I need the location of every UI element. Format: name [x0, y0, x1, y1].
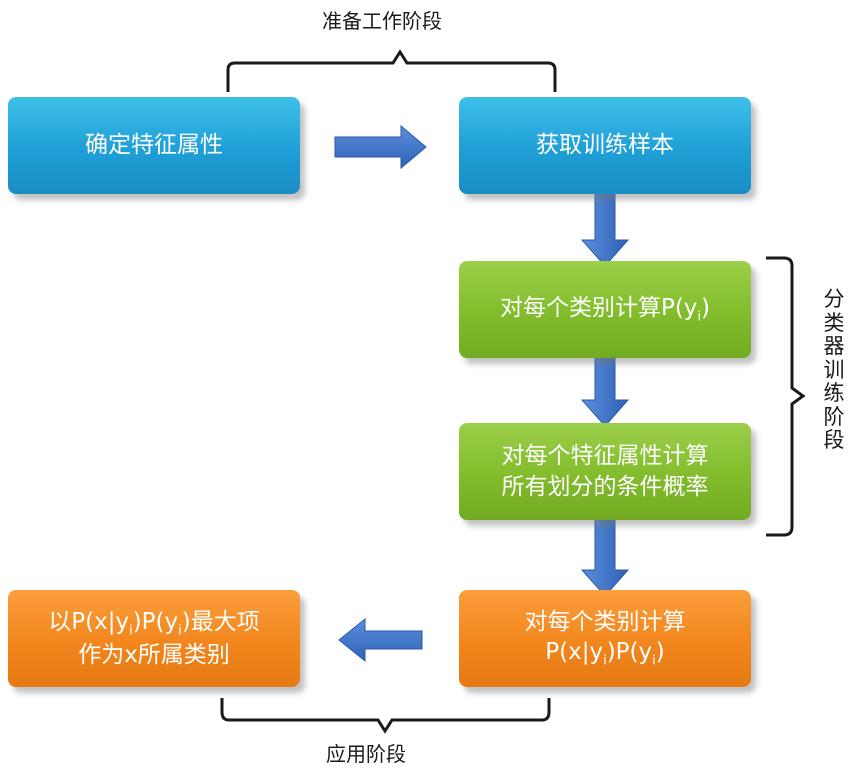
- box-determine-features-text: 确定特征属性: [85, 132, 223, 159]
- stage-label-prep: 准备工作阶段: [322, 9, 442, 33]
- box-compute-prior-text: 对每个类别计算P(yi): [500, 293, 710, 326]
- bracket-prep: [226, 49, 557, 92]
- box-compute-conditional-line2: 所有划分的条件概率: [501, 473, 709, 500]
- arrow-down-3: [580, 515, 630, 597]
- box-compute-conditional-line1: 对每个特征属性计算: [501, 443, 709, 470]
- joint-s1: i: [603, 653, 607, 669]
- bracket-application: [220, 698, 551, 734]
- result-s2: i: [178, 623, 182, 639]
- box-result-line1: 以P(x|yi)P(yi)最大项: [48, 607, 260, 640]
- result-p3: )最大项: [181, 608, 260, 635]
- box-compute-joint-line1: 对每个类别计算: [524, 608, 686, 635]
- joint-s2: i: [652, 653, 656, 669]
- result-s1: i: [129, 623, 133, 639]
- box-result-line2: 作为x所属类别: [78, 641, 230, 668]
- box-get-samples-text: 获取训练样本: [536, 132, 674, 159]
- joint-p3: ): [655, 639, 665, 666]
- bracket-training: [766, 256, 806, 537]
- box-result: 以P(x|yi)P(yi)最大项 作为x所属类别: [8, 590, 300, 687]
- box-compute-conditional: 对每个特征属性计算 所有划分的条件概率: [459, 423, 751, 520]
- result-p2: )P(y: [132, 608, 179, 635]
- prior-text-main: 对每个类别计算P(y: [499, 295, 698, 322]
- box-compute-prior: 对每个类别计算P(yi): [459, 261, 751, 358]
- joint-p1: P(x|y: [545, 639, 604, 666]
- joint-p2: )P(y: [606, 639, 653, 666]
- arrow-right: [334, 124, 427, 170]
- box-compute-joint-line2: P(x|yi)P(yi): [545, 637, 665, 670]
- stage-label-application: 应用阶段: [326, 742, 406, 766]
- stage-label-training: 分类器训练阶段: [823, 287, 845, 453]
- box-determine-features: 确定特征属性: [8, 97, 300, 194]
- box-get-samples: 获取训练样本: [459, 97, 751, 194]
- prior-text-sub: i: [697, 309, 702, 325]
- arrow-down-1: [580, 191, 630, 267]
- arrow-down-2: [580, 353, 630, 427]
- arrow-left: [338, 617, 423, 663]
- prior-text-end: ): [701, 295, 711, 322]
- box-compute-joint: 对每个类别计算 P(x|yi)P(yi): [459, 590, 751, 687]
- result-p1: 以P(x|y: [48, 608, 130, 635]
